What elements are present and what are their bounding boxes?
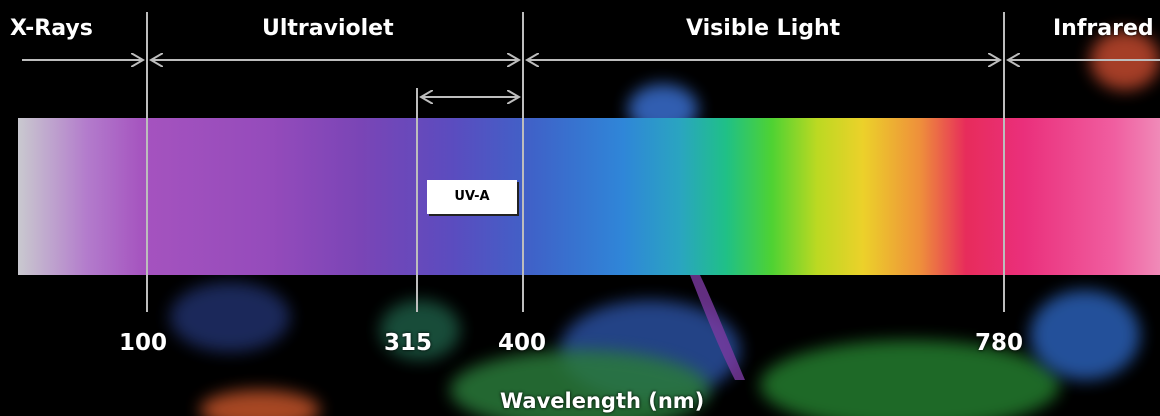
background-blob [450,350,710,416]
tick-label-100: 100 [119,330,168,356]
tick-label-400: 400 [498,330,547,356]
region-label-xrays: X-Rays [10,16,93,41]
spectrum-bar [18,118,1160,275]
region-label-visible: Visible Light [686,16,841,41]
region-label-infrared: Infrared [1053,16,1154,41]
uva-badge: UV-A [427,180,517,214]
background-blob [1030,290,1140,380]
background-blob [380,300,460,360]
background-blob [760,340,1060,416]
background-blob [200,390,320,416]
tick-label-315: 315 [384,330,433,356]
region-label-ultraviolet: Ultraviolet [262,16,394,41]
axis-title: Wavelength (nm) [500,389,705,413]
background-blob [170,282,290,352]
tick-label-780: 780 [975,330,1024,356]
